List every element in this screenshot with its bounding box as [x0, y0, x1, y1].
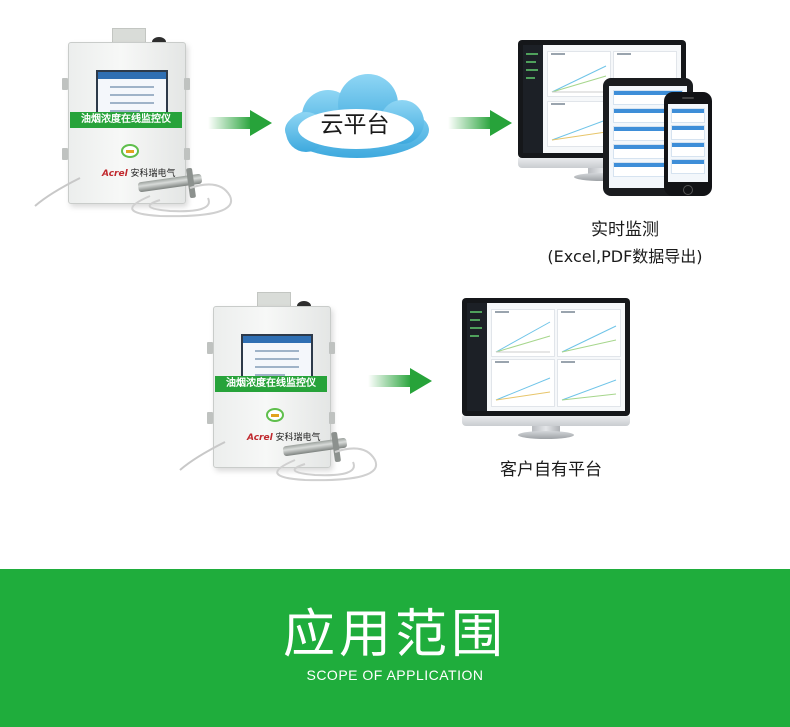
cloud-label: 云平台	[320, 112, 390, 138]
monitor-display	[467, 303, 625, 411]
banner-title: 应用范围	[282, 605, 507, 665]
cloud-icon	[285, 74, 429, 158]
device-cables	[179, 441, 378, 482]
device-cables	[34, 177, 233, 218]
monitoring-device-top: 油烟浓度在线监控仪 Acrel 安科瑞电气	[30, 28, 260, 218]
device-brand: Acrel 安科瑞电气	[247, 433, 321, 443]
device-label-band: 油烟浓度在线监控仪	[70, 112, 182, 128]
arrow-right-icon	[368, 368, 432, 394]
top-caption-line2: (Excel,PDF数据导出)	[547, 247, 703, 266]
arrow-right-icon	[208, 110, 272, 136]
device-logo-icon	[121, 144, 139, 158]
top-caption-line1: 实时监测	[591, 220, 659, 240]
device-brand: Acrel 安科瑞电气	[102, 169, 176, 179]
phone-icon	[664, 92, 712, 196]
device-hanger	[112, 28, 146, 43]
device-hanger	[257, 292, 291, 307]
monitoring-device-bottom: 油烟浓度在线监控仪 Acrel 安科瑞电气	[175, 292, 405, 482]
banner-subtitle: SCOPE OF APPLICATION	[306, 667, 484, 683]
application-banner	[0, 569, 790, 727]
device-logo-icon	[266, 408, 284, 422]
arrow-right-icon	[448, 110, 512, 136]
device-label-band: 油烟浓度在线监控仪	[215, 376, 327, 392]
bottom-caption: 客户自有平台	[500, 460, 602, 480]
desktop-monitor-icon	[462, 298, 632, 440]
